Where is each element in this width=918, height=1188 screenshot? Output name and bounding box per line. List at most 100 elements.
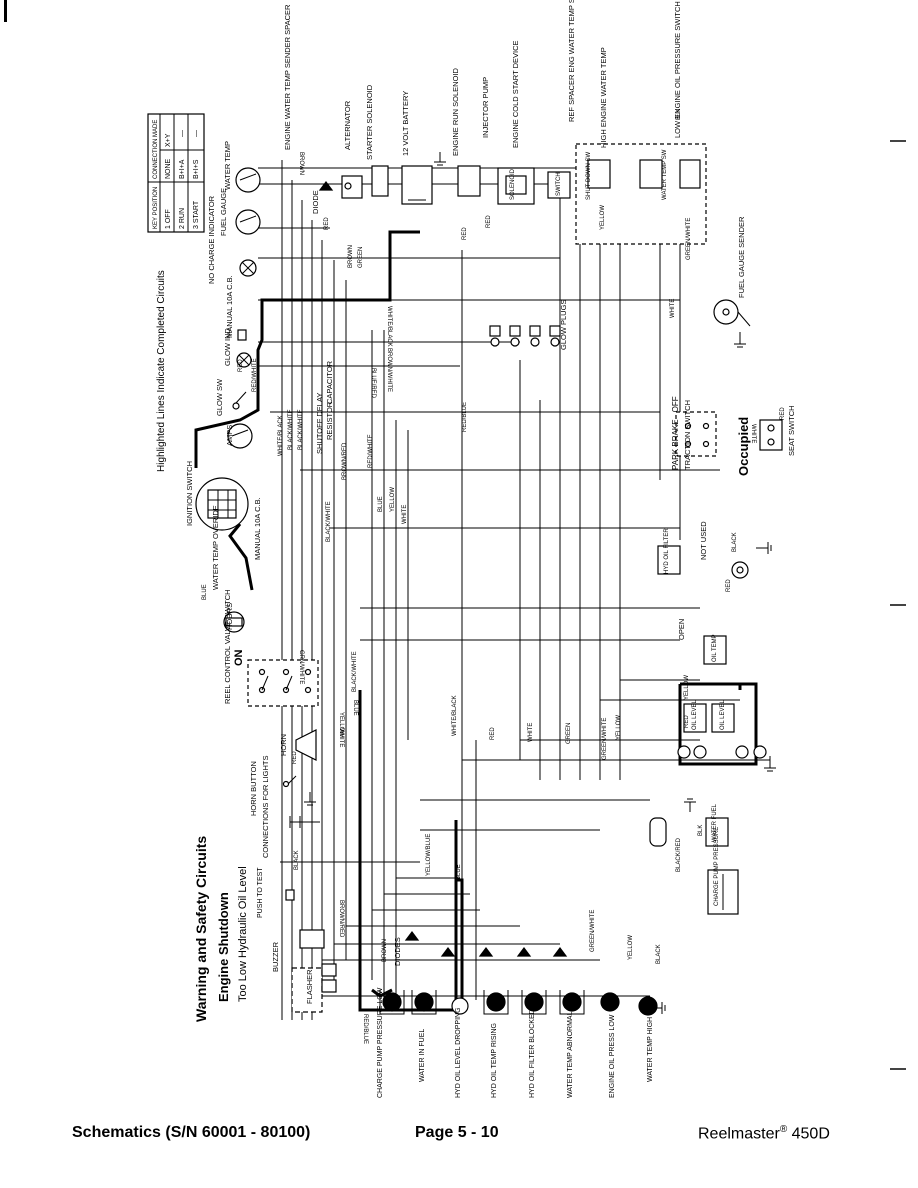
wire-label: BLACK bbox=[732, 532, 738, 552]
wire-label: RED bbox=[292, 751, 298, 764]
engine-run-solenoid-label: ENGINE RUN SOLENOID bbox=[451, 67, 460, 156]
traction-switch-label: TRACTION SWITCH bbox=[683, 400, 692, 470]
indicator-label: HYD OIL FILTER BLOCKED bbox=[529, 1009, 536, 1098]
manual-cb-label: MANUAL 10A C.B. bbox=[225, 275, 234, 338]
table-header: KEY POSITION bbox=[153, 187, 159, 229]
switch-label: SWITCH bbox=[556, 172, 562, 196]
glow-switch bbox=[232, 391, 247, 410]
glow-ind-label: GLOW IND bbox=[223, 327, 232, 366]
key-position-table: KEY POSITION CONNECTION MADE 1 OFF NONE … bbox=[147, 113, 205, 233]
condition-title: Too Low Hydraulic Oil Level bbox=[237, 866, 249, 1002]
indicator-label: CHARGE PUMP PRESSURE LOW bbox=[377, 987, 384, 1098]
park-brake-label: PARK BRAKE - OFF bbox=[671, 396, 680, 470]
wire-label: WHITE/BLACK bbox=[278, 415, 284, 456]
water-temp-label: WATER TEMP bbox=[223, 141, 232, 190]
hours-label: HOURS bbox=[225, 603, 234, 630]
product-name: Reelmaster bbox=[698, 1125, 780, 1143]
not-used-label: NOT USED bbox=[699, 521, 708, 560]
starter-solenoid-label: STARTER SOLENOID bbox=[365, 84, 374, 160]
glow-indicator bbox=[236, 352, 252, 368]
glow-plugs-label: GLOW PLUGS bbox=[559, 300, 568, 350]
reel-control-label: REEL CONTROL VALVE SWITCH bbox=[223, 589, 232, 704]
amps-label: AMPS bbox=[225, 425, 234, 446]
starter-solenoid bbox=[371, 165, 389, 197]
wire-label: RED bbox=[486, 215, 492, 228]
indicator-label: WATER TEMP ABNORMAL bbox=[567, 1011, 574, 1098]
highlighted-note: Highlighted Lines Indicate Completed Cir… bbox=[156, 270, 167, 472]
wire-label: BLACK/WHITE bbox=[298, 409, 304, 450]
wire-label: BLUE bbox=[378, 496, 384, 512]
shut-down-sw-label: SHUT DOWN SW bbox=[586, 151, 592, 200]
fuel-gauge bbox=[235, 209, 261, 235]
wire-label: WHITE/BLACK bbox=[386, 306, 392, 347]
table-cell: B+I+A bbox=[179, 159, 186, 179]
no-charge-label: NO CHARGE INDICATOR bbox=[207, 195, 216, 284]
horn-label: HORN bbox=[279, 734, 288, 756]
high-engine-temp-label: HIGH ENGINE WATER TEMP bbox=[599, 47, 608, 148]
wire-label: RED bbox=[238, 359, 244, 372]
amps-gauge bbox=[227, 423, 253, 449]
edge-tick bbox=[890, 604, 906, 606]
table-cell: X+Y bbox=[165, 133, 172, 147]
wire-label: YELLOW bbox=[390, 487, 396, 512]
wire-label: GREEN/WHITE bbox=[590, 910, 596, 952]
wire-label: BLACK bbox=[294, 850, 300, 870]
wire-label: BROWN bbox=[348, 245, 354, 268]
water-in-fuel-sensor bbox=[649, 817, 729, 847]
reel-on-label: ON bbox=[233, 649, 245, 666]
wire-label: YELLOW bbox=[684, 675, 690, 700]
wire-label: BROWN/RED bbox=[342, 442, 348, 480]
cold-start-label: ENGINE COLD START DEVICE bbox=[511, 40, 520, 148]
hyd-oil-filter-label: HYD OIL FILTER bbox=[664, 528, 670, 574]
ref-spacer-label: REF SPACER ENG WATER TEMP SENDER bbox=[567, 0, 576, 122]
crop-mark bbox=[4, 0, 7, 22]
light-connections-label: CONNECTIONS FOR LIGHTS bbox=[261, 755, 270, 858]
wire-label: RED bbox=[490, 727, 496, 740]
svg-text:—: — bbox=[193, 130, 200, 137]
wire-label: BROWN/RED bbox=[338, 900, 344, 938]
wire-label: BROWN bbox=[298, 152, 304, 175]
section-title: Warning and Safety Circuits bbox=[193, 836, 209, 1022]
ignition-switch-label: IGNITION SWITCH bbox=[185, 461, 194, 526]
solenoid-label: SOLENOID bbox=[510, 168, 516, 200]
wire-label: WHITE bbox=[528, 723, 534, 742]
low-oil-pressure-label: LOW ENGINE OIL PRESSURE SWITCH bbox=[673, 1, 682, 138]
footer-product-name: Reelmaster® 450D bbox=[698, 1124, 830, 1143]
seat-switch bbox=[759, 419, 783, 451]
indicator-label: HYD OIL LEVEL DROPPING bbox=[455, 1007, 462, 1098]
solenoid bbox=[497, 167, 535, 205]
wire-label: WHITE bbox=[670, 299, 676, 318]
wire-label: RED bbox=[462, 227, 468, 240]
wire-label: GREEN bbox=[358, 247, 364, 268]
charge-pump-pressure-switch bbox=[707, 869, 739, 915]
wire-label: WHITE bbox=[338, 728, 344, 747]
table-header: CONNECTION MADE bbox=[153, 120, 159, 179]
wire-label: GREEN bbox=[566, 723, 572, 744]
oil-temp-label: OIL TEMP bbox=[712, 634, 718, 662]
diodes-label: DIODES bbox=[393, 937, 402, 966]
wire-label: YELLOW/BLUE bbox=[426, 834, 432, 876]
light-connections bbox=[289, 816, 320, 828]
push-to-test-label: PUSH TO TEST bbox=[257, 867, 264, 918]
product-model: 450D bbox=[787, 1125, 830, 1143]
wire-label: BLACK/WHITE bbox=[288, 409, 294, 450]
traction-switch bbox=[675, 411, 717, 457]
engine-shutdown-title: Engine Shutdown bbox=[216, 892, 231, 1002]
diode-label: DIODE bbox=[311, 190, 320, 214]
diode-array bbox=[404, 931, 568, 957]
capacitor-label: CAPACITOR bbox=[325, 360, 334, 404]
diode bbox=[318, 181, 334, 191]
hyd-oil-filter-switch bbox=[657, 545, 749, 579]
alternator bbox=[341, 175, 363, 199]
oil-temp-switch bbox=[703, 635, 727, 665]
shutoff-delay-label: SHUTOFF DELAY bbox=[315, 393, 324, 454]
manual-cb-label: MANUAL 10A C.B. bbox=[253, 497, 262, 560]
indicator-lamps bbox=[379, 990, 658, 1016]
flasher bbox=[291, 963, 337, 1013]
alternator-label: ALTERNATOR bbox=[343, 100, 352, 150]
wire-label: RED bbox=[684, 715, 690, 728]
wire-label: YELLOW bbox=[628, 935, 634, 960]
wire-label: BROWN bbox=[382, 939, 388, 962]
svg-text:—: — bbox=[179, 130, 186, 137]
glow-sw-label: GLOW SW bbox=[215, 378, 224, 416]
